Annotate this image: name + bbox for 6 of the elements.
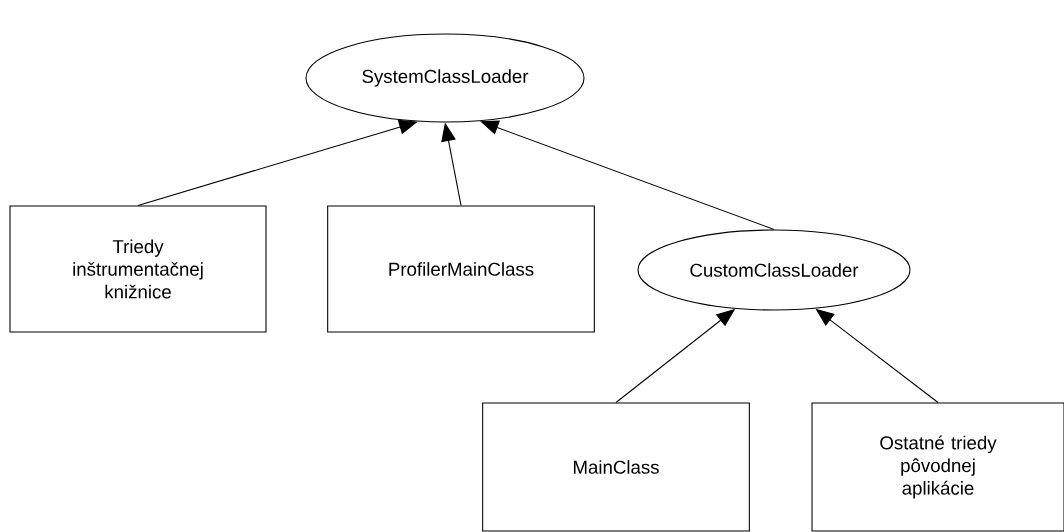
class-box: MainClass	[482, 402, 750, 532]
class-box: Ostatné triedy pôvodnej aplikácie	[811, 402, 1064, 532]
class-box: Triedy inštrumentačnej knižnice	[9, 205, 267, 333]
class-box: ProfilerMainClass	[327, 205, 595, 333]
ellipse-node: CustomClassLoader	[637, 229, 911, 311]
ellipse-node: SystemClassLoader	[305, 33, 585, 123]
